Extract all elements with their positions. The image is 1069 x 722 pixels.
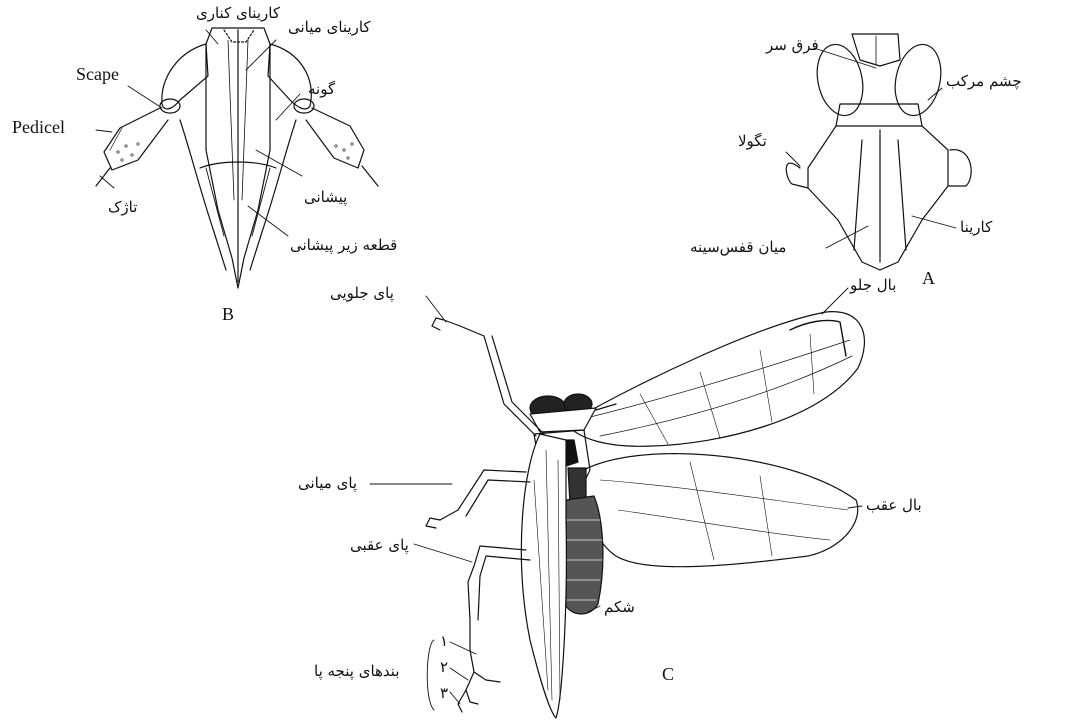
panel-label-c: C bbox=[662, 664, 674, 685]
label-foreleg: پای جلویی bbox=[330, 286, 394, 301]
whole-insect-drawing bbox=[426, 312, 864, 718]
label-forewing: بال جلو bbox=[850, 278, 896, 293]
compound-eye-left bbox=[811, 40, 869, 120]
label-vertex: فرق سر bbox=[766, 38, 819, 53]
thorax-leaders bbox=[786, 48, 956, 248]
panel-label-a: A bbox=[922, 268, 935, 289]
label-clypeus: قطعه زیر پیشانی bbox=[290, 238, 397, 253]
label-abdomen: شکم bbox=[604, 600, 635, 615]
label-midleg: پای میانی bbox=[298, 476, 357, 491]
label-flagellum: تاژک bbox=[108, 200, 137, 215]
label-tegula: تگولا bbox=[738, 134, 767, 149]
label-pedicel: Pedicel bbox=[12, 118, 65, 136]
label-tarsomere-1: ۱ bbox=[440, 634, 448, 649]
label-mesothorax: میان قفس‌سینه bbox=[690, 240, 786, 255]
label-tarsomere-2: ۲ bbox=[440, 660, 448, 675]
label-lateral-carina: کارینای کناری bbox=[196, 6, 280, 21]
label-carina: کارینا bbox=[960, 220, 992, 235]
label-hindleg: پای عقبی bbox=[350, 538, 409, 553]
panel-label-b: B bbox=[222, 304, 234, 325]
label-compound-eye: چشم مرکب bbox=[946, 74, 1022, 89]
label-tarsomere-3: ۳ bbox=[440, 686, 448, 701]
hindwing bbox=[583, 454, 858, 567]
mesonotum-outline bbox=[808, 126, 948, 270]
label-frons: پیشانی bbox=[304, 190, 347, 205]
forewing bbox=[566, 312, 864, 447]
label-hindwing: بال عقب bbox=[866, 498, 922, 513]
abdomen-shape bbox=[566, 496, 603, 614]
label-median-carina: کارینای میانی bbox=[288, 20, 371, 35]
label-tarsomeres: بندهای پنجه پا bbox=[314, 664, 400, 679]
label-scape: Scape bbox=[76, 65, 119, 83]
compound-eye-right bbox=[889, 40, 947, 120]
label-gena: گونه bbox=[308, 82, 335, 97]
thorax-dorsal-drawing bbox=[786, 34, 971, 270]
